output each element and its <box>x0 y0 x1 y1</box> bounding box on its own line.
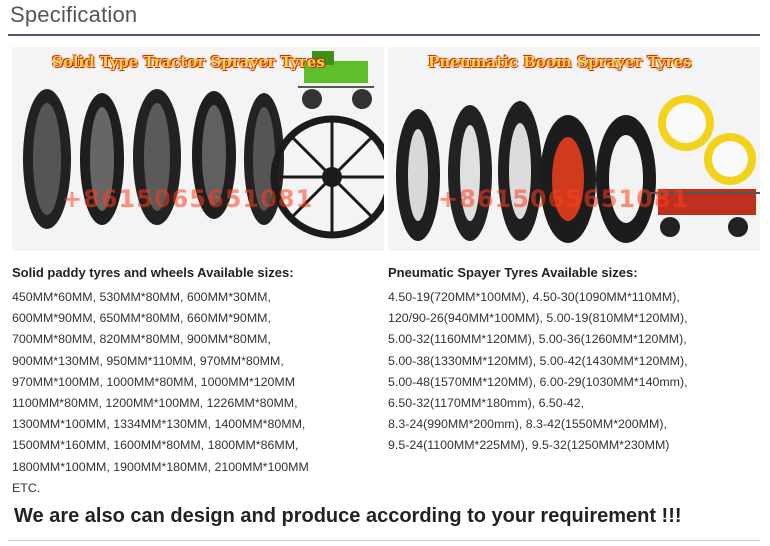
paddy-wheel-1-icon <box>23 89 71 229</box>
size-line: ETC. <box>12 480 41 495</box>
paddy-wheel-2-icon <box>80 93 124 225</box>
phone-watermark: +8615065651081 <box>438 185 690 213</box>
size-line: 1300MM*100MM, 1334MM*130MM, 1400MM*80MM, <box>12 417 306 432</box>
size-line: 450MM*60MM, 530MM*80MM, 600MM*30MM, <box>12 290 271 304</box>
spoked-wheel-icon <box>270 115 384 239</box>
size-line: 700MM*80MM, 820MM*80MM, 900MM*80MM, <box>12 332 271 347</box>
white-rim-tyre-icon <box>596 115 656 243</box>
phone-watermark: +8615065651081 <box>62 185 314 213</box>
solid-sizes-list: 450MM*60MM, 530MM*80MM, 600MM*30MM, 600M… <box>12 287 384 499</box>
size-line: 9.5-24(1100MM*225MM), 9.5-32(1250MM*230M… <box>388 438 670 453</box>
pneumatic-sizes-list: 4.50-19(720MM*100MM), 4.50-30(1090MM*110… <box>388 287 760 457</box>
size-line: 5.00-32(1160MM*120MM), 5.00-36(1260MM*12… <box>388 332 687 347</box>
size-line: 600MM*90MM, 650MM*80MM, 660MM*90MM, <box>12 311 271 326</box>
yellow-wheel-1-icon <box>658 95 714 151</box>
size-line: 8.3-24(990MM*200mm), 8.3-42(1550MM*200MM… <box>388 417 667 432</box>
solid-tyres-heading: Solid paddy tyres and wheels Available s… <box>12 265 294 280</box>
size-line: 4.50-19(720MM*100MM), 4.50-30(1090MM*110… <box>388 290 680 304</box>
solid-tyres-image: Solid Type Tractor Sprayer Tyres +861506… <box>12 47 384 251</box>
solid-tyres-illustration <box>23 51 384 239</box>
pneumatic-tyres-image: Pneumatic Boom Sprayer Tyres +8615065651… <box>388 47 760 251</box>
size-line: 120/90-26(940MM*100MM), 5.00-19(810MM*12… <box>388 311 688 326</box>
section-title: Specification <box>10 2 138 27</box>
pneumatic-tyres-heading: Pneumatic Spayer Tyres Available sizes: <box>388 265 638 280</box>
paddy-wheel-3-icon <box>133 89 181 225</box>
solid-tyres-banner: Solid Type Tractor Sprayer Tyres <box>52 53 325 71</box>
title-divider <box>8 34 760 36</box>
paddy-wheel-4-icon <box>192 91 236 219</box>
size-line: 6.50-32(1170MM*180mm), 6.50-42, <box>388 396 585 411</box>
pneumatic-tyres-banner: Pneumatic Boom Sprayer Tyres <box>428 53 692 71</box>
bottom-divider <box>8 540 760 541</box>
size-line: 1500MM*160MM, 1600MM*80MM, 1800MM*86MM, <box>12 438 299 453</box>
solid-tyres-column: Solid Type Tractor Sprayer Tyres +861506… <box>12 47 384 499</box>
boom-sprayer-icon <box>650 189 760 237</box>
size-line: 1800MM*100MM, 1900MM*180MM, 2100MM*100MM <box>12 459 309 474</box>
size-line: 1100MM*80MM, 1200MM*100MM, 1226MM*80MM, <box>12 396 298 411</box>
pneumatic-tyre-1-icon <box>396 109 440 241</box>
size-line: 5.00-38(1330MM*120MM), 5.00-42(1430MM*12… <box>388 353 688 368</box>
pneumatic-tyres-illustration <box>396 95 760 243</box>
pneumatic-tyre-3-icon <box>498 101 542 241</box>
custom-design-message: We are also can design and produce accor… <box>14 505 682 527</box>
red-rim-tyre-icon <box>540 115 596 243</box>
pneumatic-tyres-column: Pneumatic Boom Sprayer Tyres +8615065651… <box>388 47 760 457</box>
size-line: 5.00-48(1570MM*120MM), 6.00-29(1030MM*14… <box>388 374 688 389</box>
tractor-sprayer-icon <box>298 51 374 109</box>
size-line: 900MM*130MM, 950MM*110MM, 970MM*80MM, <box>12 353 284 368</box>
size-line: 970MM*100MM, 1000MM*80MM, 1000MM*120MM <box>12 374 296 389</box>
yellow-wheel-2-icon <box>704 133 756 185</box>
pneumatic-tyre-2-icon <box>448 105 492 241</box>
